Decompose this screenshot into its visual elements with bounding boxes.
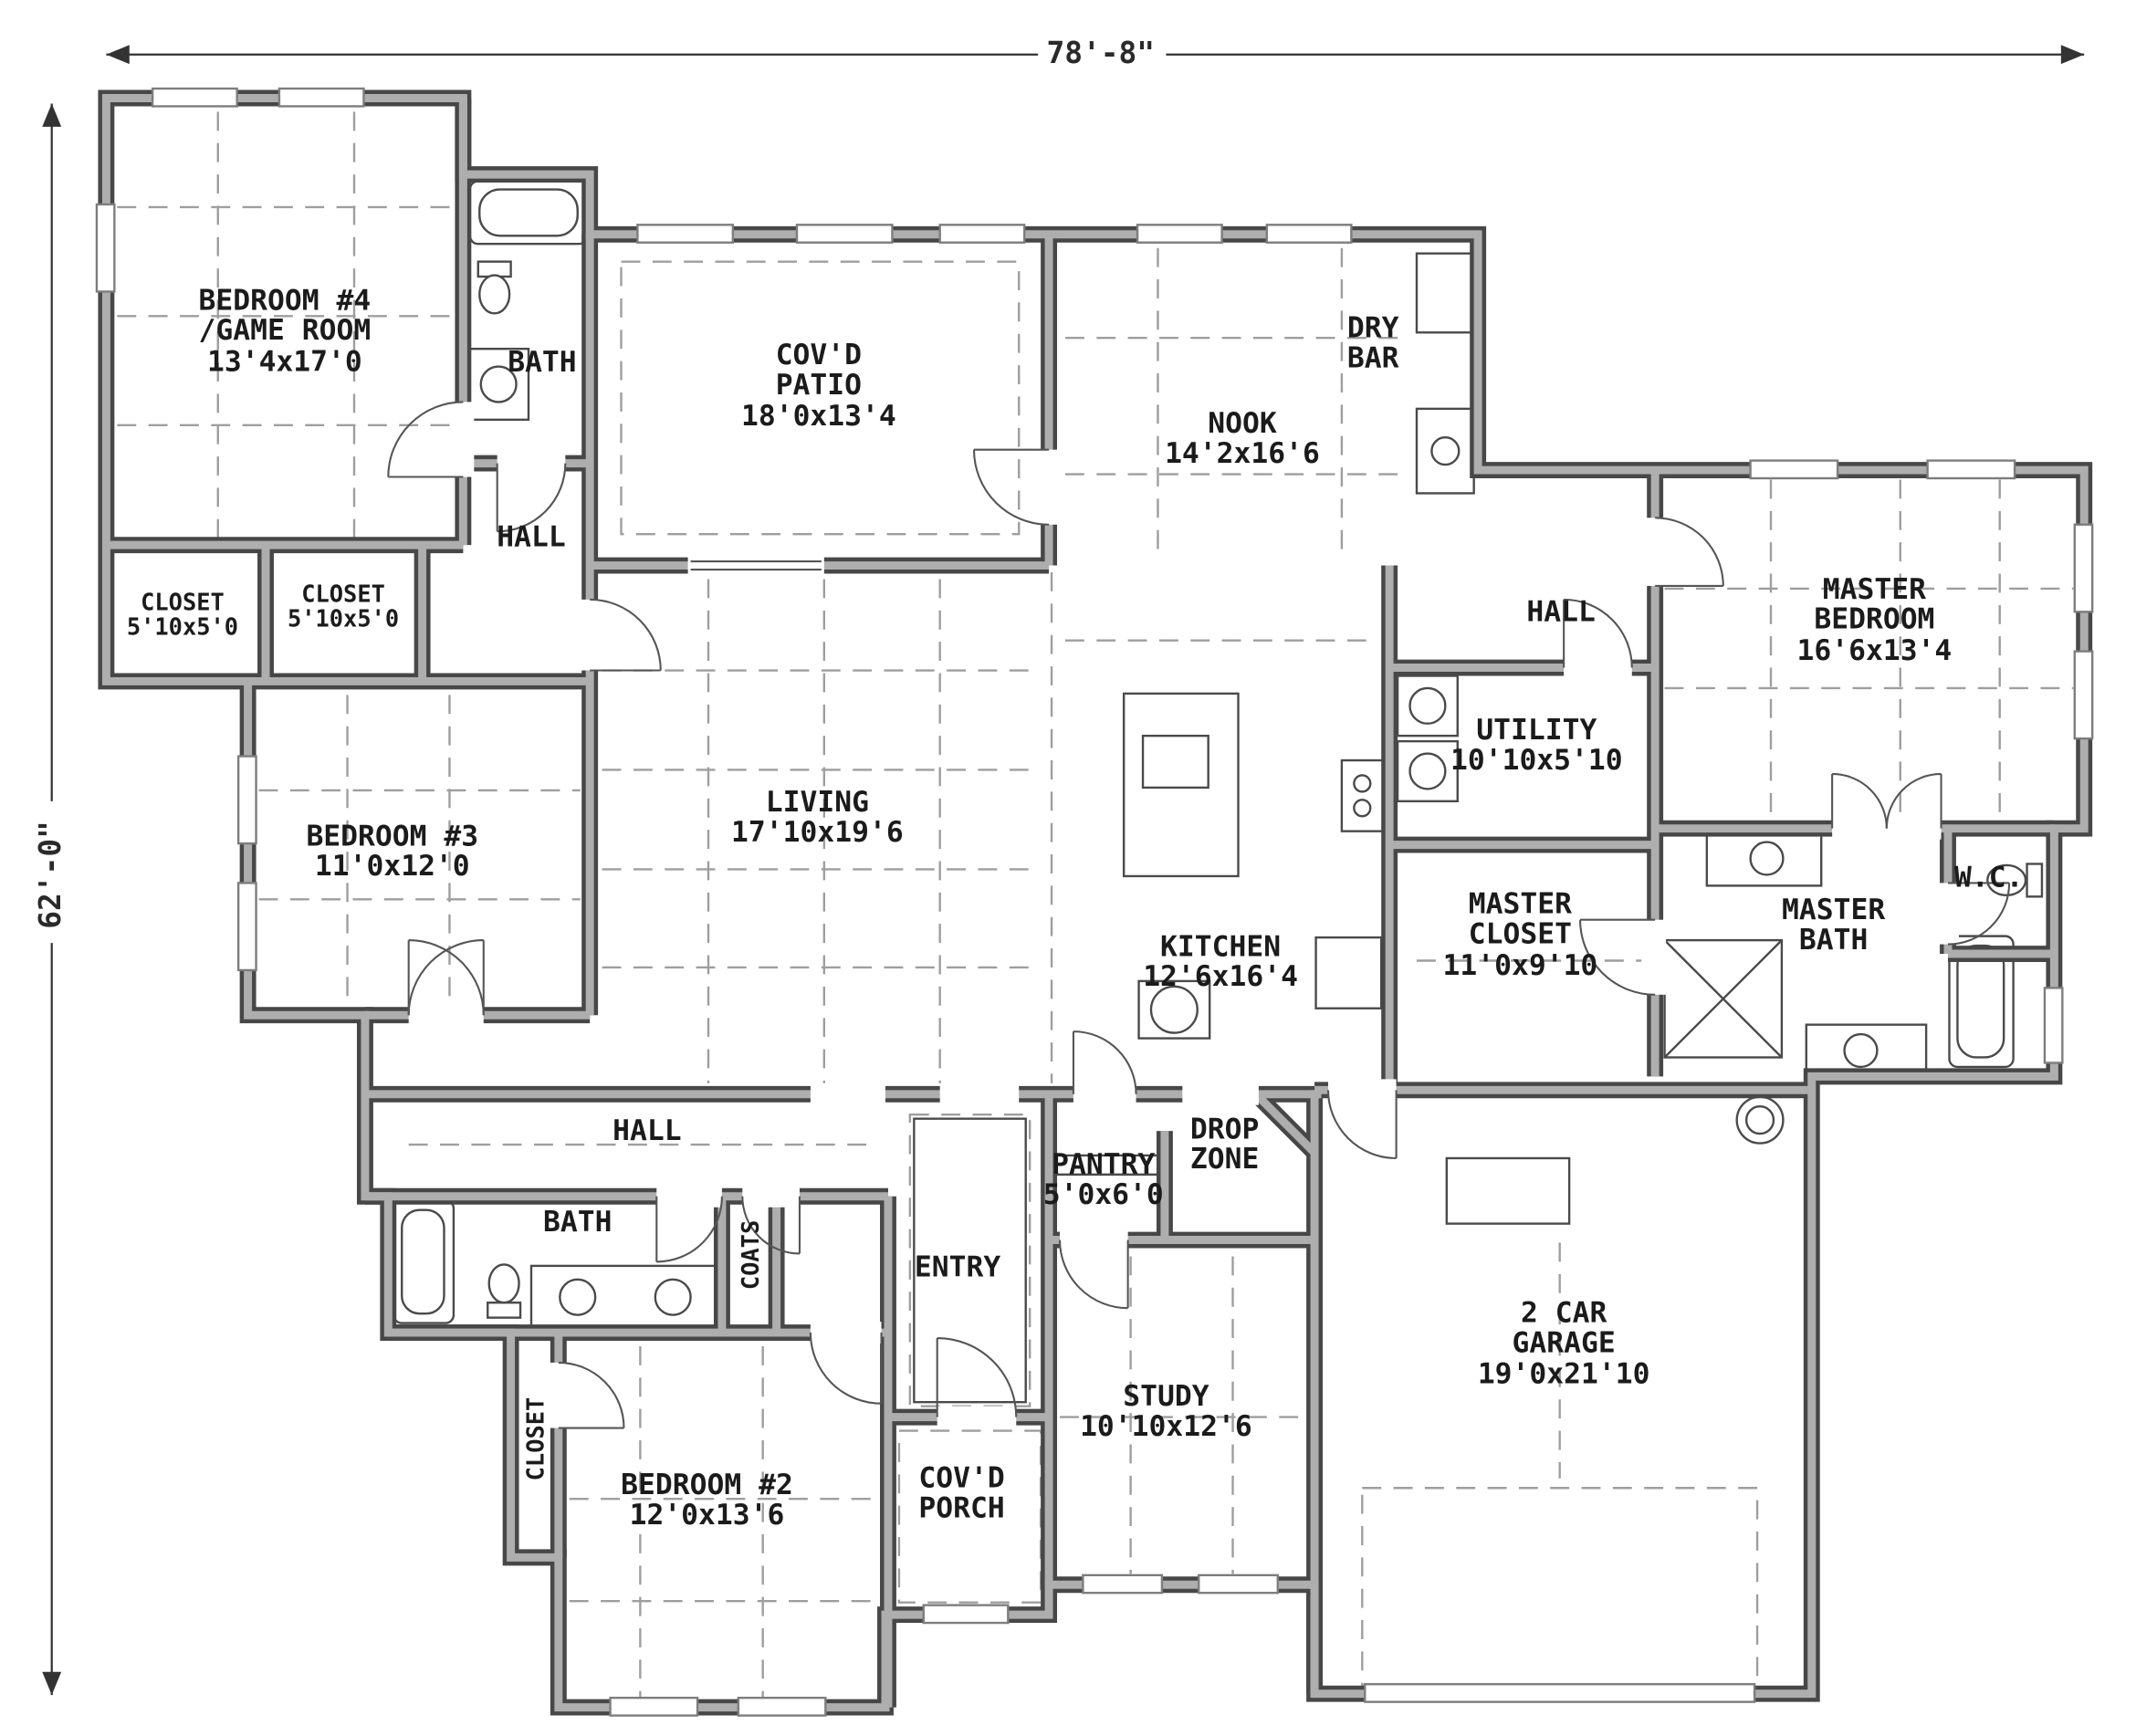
fixtures [393,180,2044,1404]
room-name: HALL [1526,595,1596,628]
room-name: BEDROOM #2 [621,1468,793,1501]
room-name: PANTRY [1052,1147,1156,1181]
room-name: ZONE [1189,1143,1260,1177]
room-label-utility: UTILITY 10'10x5'10 [1450,713,1623,777]
room-size: 13'4x17'0 [206,345,362,378]
room-label-pantry: PANTRY 5'0x6'0 [1042,1147,1164,1212]
room-name: BATH [1798,924,1869,957]
room-name: LIVING [765,785,869,819]
room-size: 12'0x13'6 [629,1499,785,1532]
room-name: BATH [508,345,577,379]
room-name: MASTER [1468,887,1573,921]
dimension-text: 62'-0" [34,821,68,929]
room-name: MASTER [1822,572,1927,606]
room-size: 11'0x12'0 [314,850,470,884]
room-name: COATS [738,1219,766,1291]
windows [95,87,2094,1717]
room-name: DROP [1189,1112,1260,1145]
room-name: BEDROOM #4 [198,283,372,317]
room-label-drop-zone: DROP ZONE [1189,1112,1260,1177]
room-size: 14'2x16'6 [1165,437,1320,471]
room-label-hall-top: HALL [497,521,565,552]
room-name: GARAGE [1512,1326,1616,1360]
door-swings [387,401,2011,1429]
room-label-master-bath: MASTER BATH [1782,894,1885,956]
room-label-hall-lower: HALL [613,1115,681,1146]
dimension-lines [42,45,2085,1696]
room-name: BEDROOM #3 [306,820,479,852]
room-size: 5'0x6'0 [1042,1178,1164,1212]
room-size: 19'0x21'10 [1477,1357,1650,1391]
room-name: COV'D [775,338,863,371]
room-name: STUDY [1123,1379,1209,1413]
room-name: MASTER [1782,893,1886,926]
room-size: 5'10x5'0 [287,606,400,634]
room-name: HALL [497,519,566,553]
room-label-master-bedroom: MASTER BEDROOM 16'6x13'4 [1796,572,1953,667]
ceiling-dashes [117,111,2074,1699]
room-name: ENTRY [914,1250,1001,1283]
room-label-closet-b: CLOSET 5'10x5'0 [287,581,400,634]
room-label-covd-patio: COV'D PATIO 18'0x13'4 [740,338,896,433]
room-label-master-closet: MASTER CLOSET 11'0x9'10 [1442,887,1598,982]
room-name: UTILITY [1476,713,1597,747]
room-name: BAR [1346,341,1399,375]
room-label-bedroom3: BEDROOM #3 11'0x12'0 [306,821,478,883]
room-name: 2 CAR [1520,1296,1607,1330]
room-label-bath-top: BATH [508,347,576,378]
room-name: CLOSET [141,590,225,618]
room-size: 12'6x16'4 [1143,960,1299,994]
room-name: PORCH [918,1491,1005,1525]
room-label-entry: ENTRY [914,1250,1001,1283]
room-label-bath-lower: BATH [543,1207,612,1238]
room-size: 10'10x5'10 [1450,744,1623,777]
room-name: W.C. [1954,861,2024,894]
room-name: /GAME ROOM [198,314,372,348]
room-label-garage: 2 CAR GARAGE 19'0x21'10 [1477,1296,1650,1391]
room-size: 10'10x12'6 [1080,1410,1252,1443]
room-label-bedroom4: BEDROOM #4 /GAME ROOM 13'4x17'0 [199,285,372,377]
overall-width-dimension: 78'-8" [1040,37,1162,71]
room-name: BATH [542,1205,613,1239]
room-name: PATIO [775,369,863,403]
room-name: DRY [1346,311,1399,345]
room-label-kitchen: KITCHEN 12'6x16'4 [1143,929,1299,994]
room-size: 5'10x5'0 [126,614,239,643]
room-size: 18'0x13'4 [740,399,896,433]
room-name: HALL [613,1114,682,1147]
room-size: 16'6x13'4 [1796,633,1953,667]
room-label-coats: COATS [738,1219,766,1291]
room-label-study: STUDY 10'10x12'6 [1080,1379,1252,1443]
room-name: CLOSET [1468,917,1573,951]
room-label-nook: NOOK 14'2x16'6 [1165,406,1320,471]
room-name: BEDROOM [1814,603,1935,636]
room-label-closet-bedroom2: CLOSET [522,1396,550,1481]
room-label-wc: W.C. [1954,861,2024,894]
room-label-closet-a: CLOSET 5'10x5'0 [127,591,238,641]
room-name: CLOSET [301,581,385,610]
room-name: NOOK [1208,406,1277,440]
room-label-bedroom2: BEDROOM #2 12'0x13'6 [621,1469,793,1531]
room-name: CLOSET [522,1396,550,1481]
room-size: 11'0x9'10 [1442,948,1598,982]
dimension-text: 78'-8" [1046,37,1156,71]
room-name: KITCHEN [1160,929,1282,963]
room-label-covd-porch: COV'D PORCH [918,1461,1005,1525]
room-label-dry-bar: DRY BAR [1346,311,1399,375]
room-label-living: LIVING 17'10x19'6 [731,785,904,850]
room-name: COV'D [918,1461,1005,1495]
door-openings [408,402,1959,1428]
room-label-hall-right: HALL [1526,595,1596,628]
overall-depth-dimension: 62'-0" [34,813,68,936]
room-size: 17'10x19'6 [731,816,904,850]
